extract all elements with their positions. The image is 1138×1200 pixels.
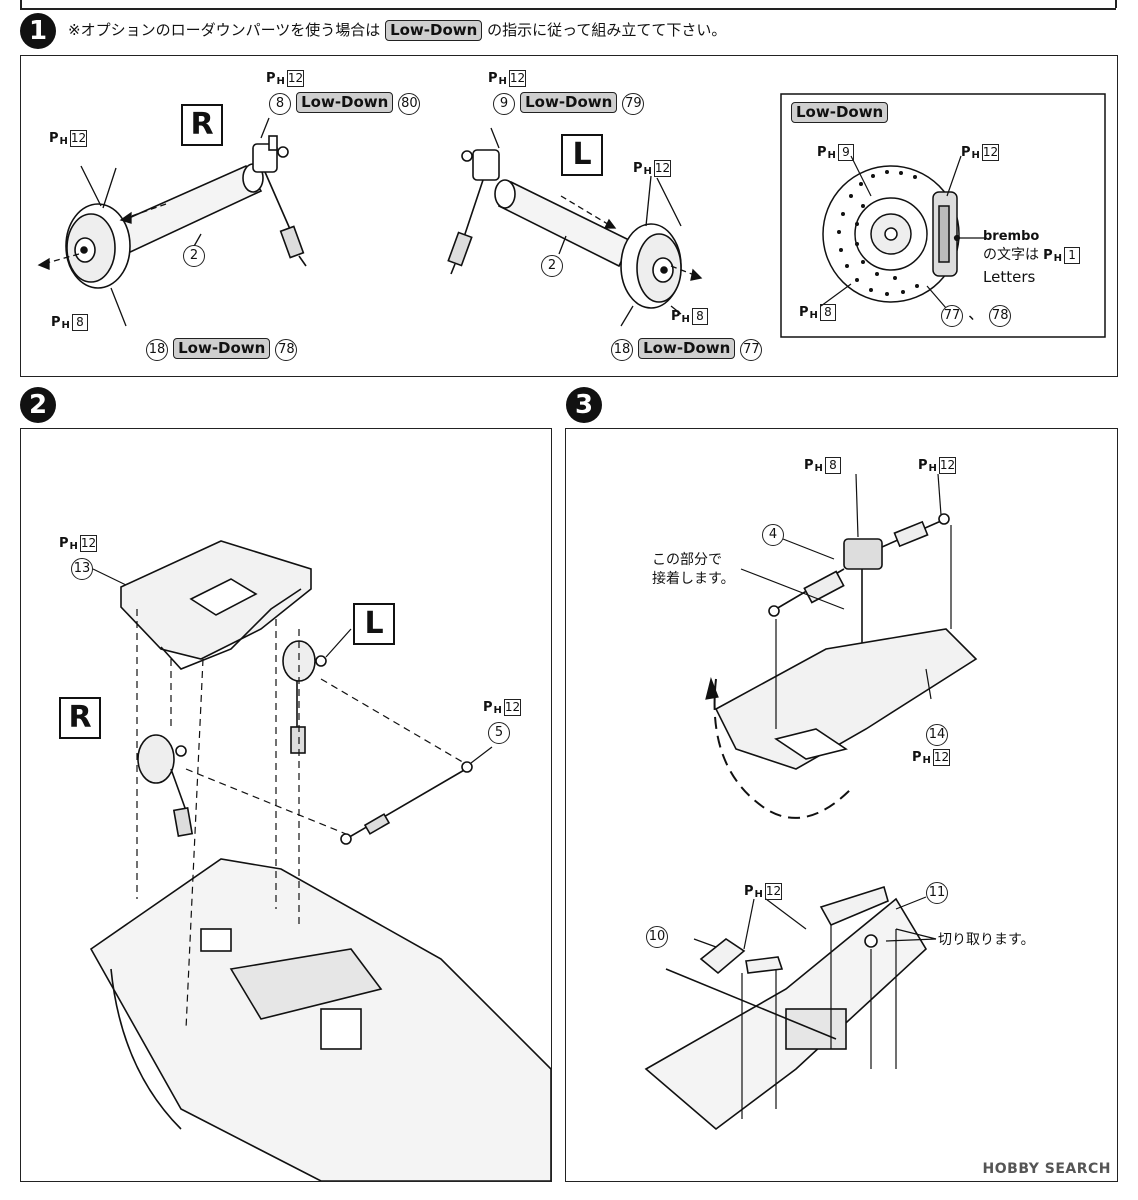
lowdown-badge: Low-Down	[520, 92, 618, 113]
ph-number: 12	[503, 699, 522, 716]
ph-number: 8	[824, 457, 841, 474]
part-number: 10	[646, 926, 668, 948]
right-side-label: R	[181, 104, 223, 146]
part-number: 80	[398, 93, 421, 115]
ph-number: 12	[981, 144, 1000, 161]
step-1-instruction: ※オプションのローダウンパーツを使う場合は Low-Down の指示に従って組み…	[68, 20, 726, 41]
step-3-number: 3	[566, 387, 602, 423]
part-number: 11	[926, 882, 948, 904]
lowdown-badge: Low-Down	[173, 338, 271, 359]
ph-number: 9	[837, 144, 854, 161]
glue-note-line-2: 接着します。	[652, 571, 735, 587]
ph-number: 8	[71, 314, 88, 331]
part-number: 8	[269, 93, 291, 115]
right-side-label: R	[59, 697, 101, 739]
ph-number: 12	[764, 883, 783, 900]
cut-note: 切り取ります。	[938, 932, 1035, 948]
ph-number: 8	[691, 308, 708, 325]
brand-word: brembo	[983, 229, 1040, 244]
letters-label: Letters	[983, 268, 1036, 286]
part-number: 2	[183, 245, 205, 267]
part-11: 11	[926, 881, 948, 904]
lowdown-badge: Low-Down	[385, 20, 483, 41]
top-border-right	[1115, 0, 1117, 8]
parts-separator: 、	[968, 304, 985, 323]
ph-number: 8	[819, 304, 836, 321]
left-top-parts: 9 Low-Down 79	[493, 92, 645, 115]
ph-number: 12	[79, 535, 98, 552]
shaft-part: 2	[541, 254, 563, 277]
part-number: 79	[622, 93, 645, 115]
frame-part: 13	[71, 557, 93, 580]
part-number: 14	[926, 724, 948, 746]
inset-lowdown: Low-Down	[791, 102, 889, 123]
lowdown-badge: Low-Down	[638, 338, 736, 359]
left-side-label: L	[353, 603, 395, 645]
watermark: HOBBY SEARCH	[982, 1161, 1111, 1177]
tierod-part: 5	[488, 721, 510, 744]
part-number: 2	[541, 255, 563, 277]
ph-number: 12	[938, 457, 957, 474]
part-number: 77	[740, 339, 763, 361]
right-top-parts: 8 Low-Down 80	[269, 92, 421, 115]
part-number: 77	[941, 305, 963, 327]
part-number: 18	[146, 339, 168, 361]
left-side-label: L	[561, 134, 603, 176]
top-border-left	[20, 0, 22, 8]
ph-number: 1	[1064, 247, 1081, 264]
gear-part: 4	[762, 523, 784, 546]
glue-note-line-1: この部分で	[652, 552, 722, 568]
ph-number: 12	[932, 749, 951, 766]
shaft-part: 2	[183, 244, 205, 267]
step-1-illustration	[37, 93, 1106, 338]
lowdown-badge: Low-Down	[296, 92, 394, 113]
part-number: 18	[611, 339, 633, 361]
frame-part: 14	[926, 723, 948, 746]
part-number: 13	[71, 558, 93, 580]
part-number: 78	[989, 305, 1012, 327]
top-border-line	[20, 8, 1116, 10]
ph-number: 12	[286, 70, 305, 87]
ph-number: 12	[508, 70, 527, 87]
part-10: 10	[646, 925, 668, 948]
instruction-after: の指示に従って組み立てて下さい。	[487, 21, 727, 39]
step-3-illustration	[644, 473, 978, 1131]
left-wheel-parts: 18 Low-Down 77	[611, 338, 763, 361]
part-number: 5	[488, 722, 510, 744]
part-number: 9	[493, 93, 515, 115]
part-number: 78	[275, 339, 298, 361]
part-number: 4	[762, 524, 784, 546]
glue-note: この部分で 接着します。	[652, 551, 735, 589]
lowdown-badge: Low-Down	[791, 102, 889, 123]
ph-number: 12	[653, 160, 672, 177]
step-2-illustration	[89, 540, 551, 1181]
step-1-number: 1	[20, 13, 56, 49]
step-2-number: 2	[20, 387, 56, 423]
brand-text: の文字は	[983, 247, 1039, 263]
right-wheel-parts: 18 Low-Down 78	[146, 338, 298, 361]
instruction-before: ※オプションのローダウンパーツを使う場合は	[68, 21, 381, 39]
ph-number: 12	[69, 130, 88, 147]
inset-parts: 77 、 78	[941, 300, 1012, 327]
